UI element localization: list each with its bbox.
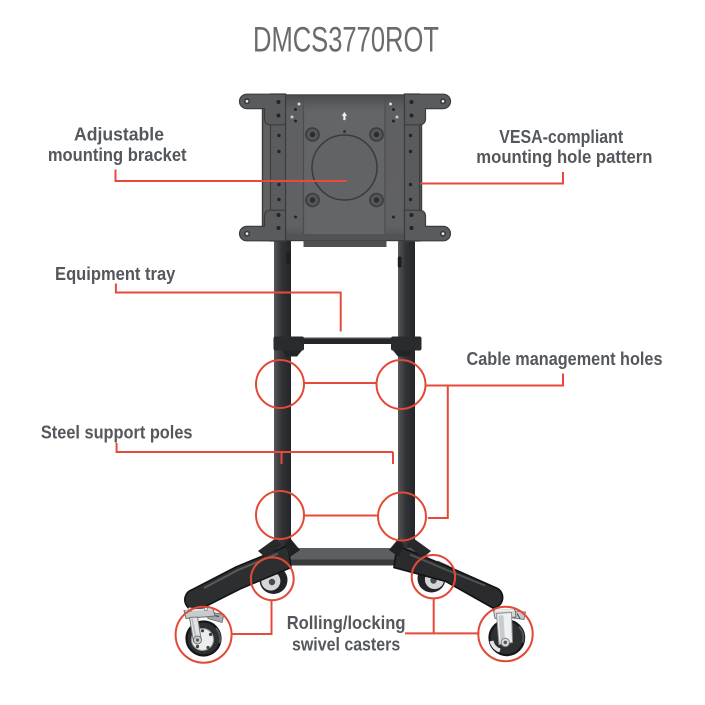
svg-text:VESA-compliant: VESA-compliant	[499, 126, 623, 147]
svg-text:Rolling/locking: Rolling/locking	[287, 612, 406, 633]
svg-text:swivel casters: swivel casters	[292, 634, 400, 655]
svg-text:Equipment tray: Equipment tray	[55, 263, 176, 284]
svg-text:DMCS3770ROT: DMCS3770ROT	[253, 21, 439, 60]
svg-text:Steel support poles: Steel support poles	[41, 422, 193, 443]
svg-text:Adjustable: Adjustable	[74, 124, 164, 145]
svg-text:mounting hole pattern: mounting hole pattern	[476, 146, 652, 167]
svg-text:Cable management holes: Cable management holes	[467, 348, 663, 369]
svg-text:mounting bracket: mounting bracket	[48, 144, 187, 165]
